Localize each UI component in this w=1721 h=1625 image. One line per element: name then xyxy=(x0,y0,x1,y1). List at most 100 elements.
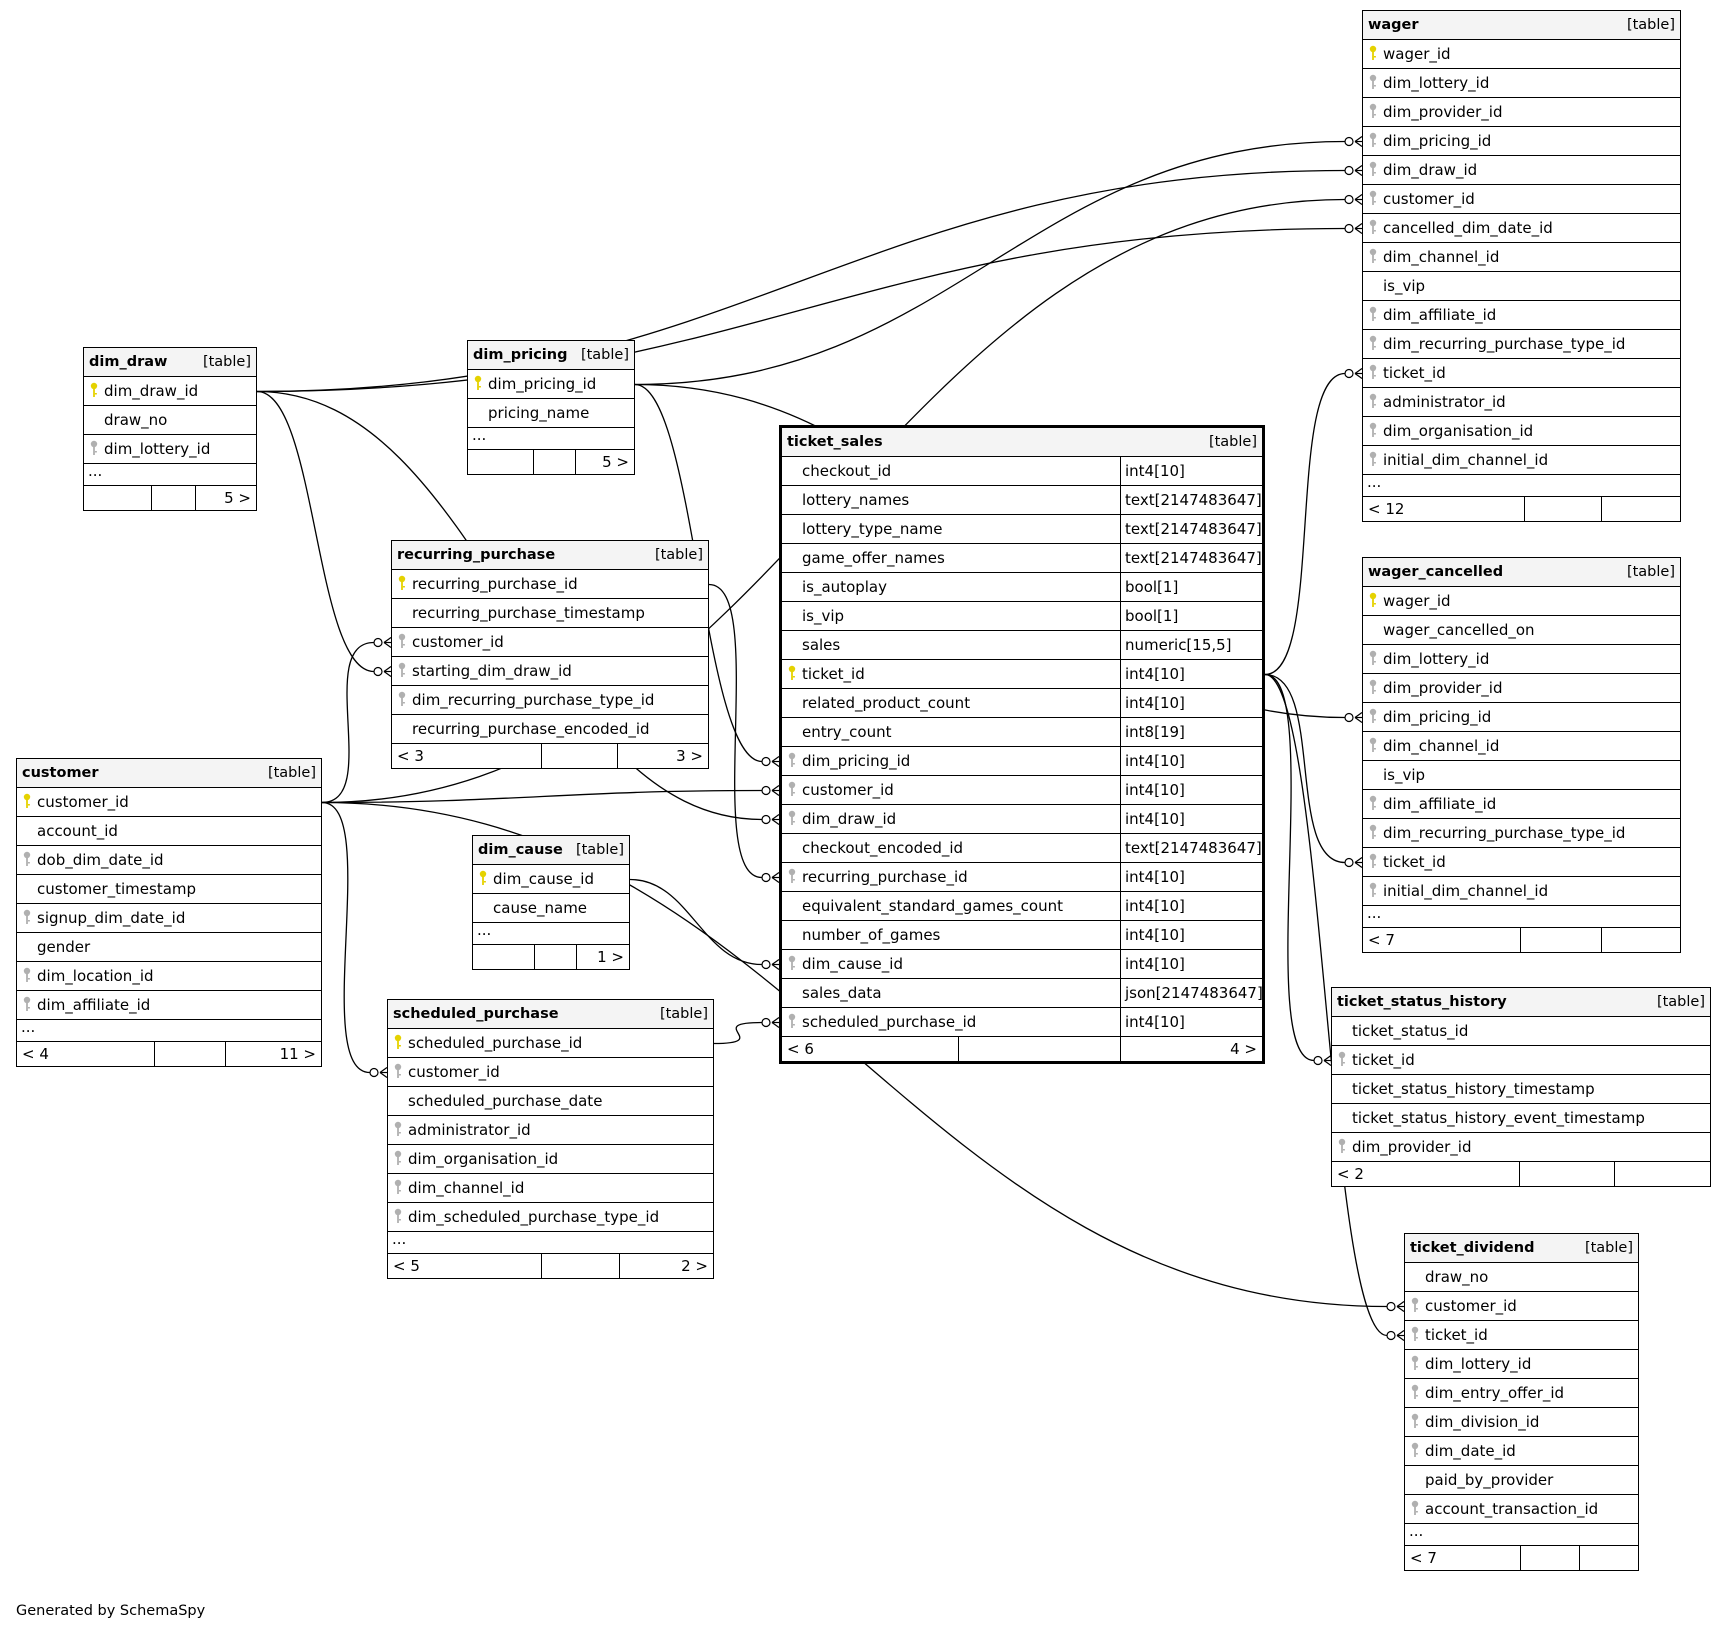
column-row[interactable]: account_id xyxy=(17,817,321,846)
column-row[interactable]: ticket_id xyxy=(1405,1321,1638,1350)
column-row[interactable]: ticket_id xyxy=(1363,848,1680,877)
column-row[interactable]: dim_recurring_purchase_type_id xyxy=(392,686,708,715)
column-row[interactable]: dim_date_id xyxy=(1405,1437,1638,1466)
column-row[interactable]: dim_cause_id xyxy=(473,865,629,894)
column-row[interactable]: ticket_status_history_event_timestamp xyxy=(1332,1104,1710,1133)
column-row[interactable]: administrator_id xyxy=(388,1116,713,1145)
column-row[interactable]: dim_location_id xyxy=(17,962,321,991)
column-row[interactable]: starting_dim_draw_id xyxy=(392,657,708,686)
column-row[interactable]: initial_dim_channel_id xyxy=(1363,877,1680,906)
column-row[interactable]: draw_no xyxy=(1405,1263,1638,1292)
column-row[interactable]: draw_no xyxy=(84,406,256,435)
column-row[interactable]: dim_lottery_id xyxy=(84,435,256,464)
column-row[interactable]: dim_scheduled_purchase_type_id xyxy=(388,1203,713,1232)
column-row[interactable]: is_vip xyxy=(1363,272,1680,301)
column-row[interactable]: dim_affiliate_id xyxy=(17,991,321,1020)
column-row[interactable]: is_vip xyxy=(1363,761,1680,790)
column-row[interactable]: wager_cancelled_on xyxy=(1363,616,1680,645)
column-row[interactable]: recurring_purchase_encoded_id xyxy=(392,715,708,744)
column-row[interactable]: ticket_id xyxy=(1363,359,1680,388)
column-row[interactable]: wager_id xyxy=(1363,587,1680,616)
column-row[interactable]: dim_lottery_id xyxy=(1405,1350,1638,1379)
column-row[interactable]: scheduled_purchase_date xyxy=(388,1087,713,1116)
column-row[interactable]: dim_affiliate_id xyxy=(1363,301,1680,330)
column-row[interactable]: dim_draw_id xyxy=(1363,156,1680,185)
column-row[interactable]: dim_draw_id xyxy=(84,377,256,406)
column-row[interactable]: dim_channel_id xyxy=(1363,732,1680,761)
column-row[interactable]: dob_dim_date_id xyxy=(17,846,321,875)
table-recurring-purchase[interactable]: recurring_purchase[table]recurring_purch… xyxy=(391,540,709,769)
column-row[interactable]: recurring_purchase_timestamp xyxy=(392,599,708,628)
column-row[interactable]: dim_provider_id xyxy=(1363,674,1680,703)
column-row[interactable]: dim_pricing_id xyxy=(1363,127,1680,156)
column-row[interactable]: customer_id xyxy=(1363,185,1680,214)
column-row[interactable]: account_transaction_id xyxy=(1405,1495,1638,1524)
column-row[interactable]: customer_id xyxy=(392,628,708,657)
column-row[interactable]: cause_name xyxy=(473,894,629,923)
column-row[interactable]: dim_channel_id xyxy=(388,1174,713,1203)
column-row[interactable]: paid_by_provider xyxy=(1405,1466,1638,1495)
column-row[interactable]: dim_recurring_purchase_type_id xyxy=(1363,330,1680,359)
column-row[interactable]: ticket_status_history_timestamp xyxy=(1332,1075,1710,1104)
column-row[interactable]: customer_id xyxy=(1405,1292,1638,1321)
column-row[interactable]: dim_pricing_id xyxy=(468,370,634,399)
column-row[interactable]: dim_organisation_id xyxy=(388,1145,713,1174)
column-row[interactable]: dim_provider_id xyxy=(1363,98,1680,127)
column-row[interactable]: customer_id xyxy=(388,1058,713,1087)
column-row[interactable]: initial_dim_channel_id xyxy=(1363,446,1680,475)
column-row[interactable]: wager_id xyxy=(1363,40,1680,69)
column-row[interactable]: dim_pricing_id xyxy=(1363,703,1680,732)
column-row[interactable]: dim_division_id xyxy=(1405,1408,1638,1437)
column-row[interactable]: dim_affiliate_id xyxy=(1363,790,1680,819)
column-row[interactable]: ticket_status_id xyxy=(1332,1017,1710,1046)
column-row[interactable]: dim_channel_id xyxy=(1363,243,1680,272)
column-row[interactable]: administrator_id xyxy=(1363,388,1680,417)
column-row[interactable]: dim_provider_id xyxy=(1332,1133,1710,1162)
column-row[interactable]: customer_timestamp xyxy=(17,875,321,904)
column-row[interactable]: gender xyxy=(17,933,321,962)
column-row[interactable]: recurring_purchase_id xyxy=(392,570,708,599)
column-row[interactable]: pricing_name xyxy=(468,399,634,428)
column-row[interactable]: dim_organisation_id xyxy=(1363,417,1680,446)
column-row[interactable]: signup_dim_date_id xyxy=(17,904,321,933)
column-row[interactable]: customer_id xyxy=(17,788,321,817)
column-name: customer_id xyxy=(1425,1297,1517,1315)
column-row[interactable]: ticket_id xyxy=(1332,1046,1710,1075)
column-row[interactable]: dim_entry_offer_id xyxy=(1405,1379,1638,1408)
column-row[interactable]: cancelled_dim_date_id xyxy=(1363,214,1680,243)
column-row[interactable]: dim_lottery_id xyxy=(1363,645,1680,674)
column-row[interactable]: scheduled_purchase_id xyxy=(388,1029,713,1058)
table-scheduled-purchase[interactable]: scheduled_purchase[table]scheduled_purch… xyxy=(387,999,714,1279)
column-row[interactable]: dim_lottery_id xyxy=(1363,69,1680,98)
table-ticket-status-history[interactable]: ticket_status_history[table]ticket_statu… xyxy=(1331,987,1711,1187)
column-row[interactable]: dim_recurring_purchase_type_id xyxy=(1363,819,1680,848)
